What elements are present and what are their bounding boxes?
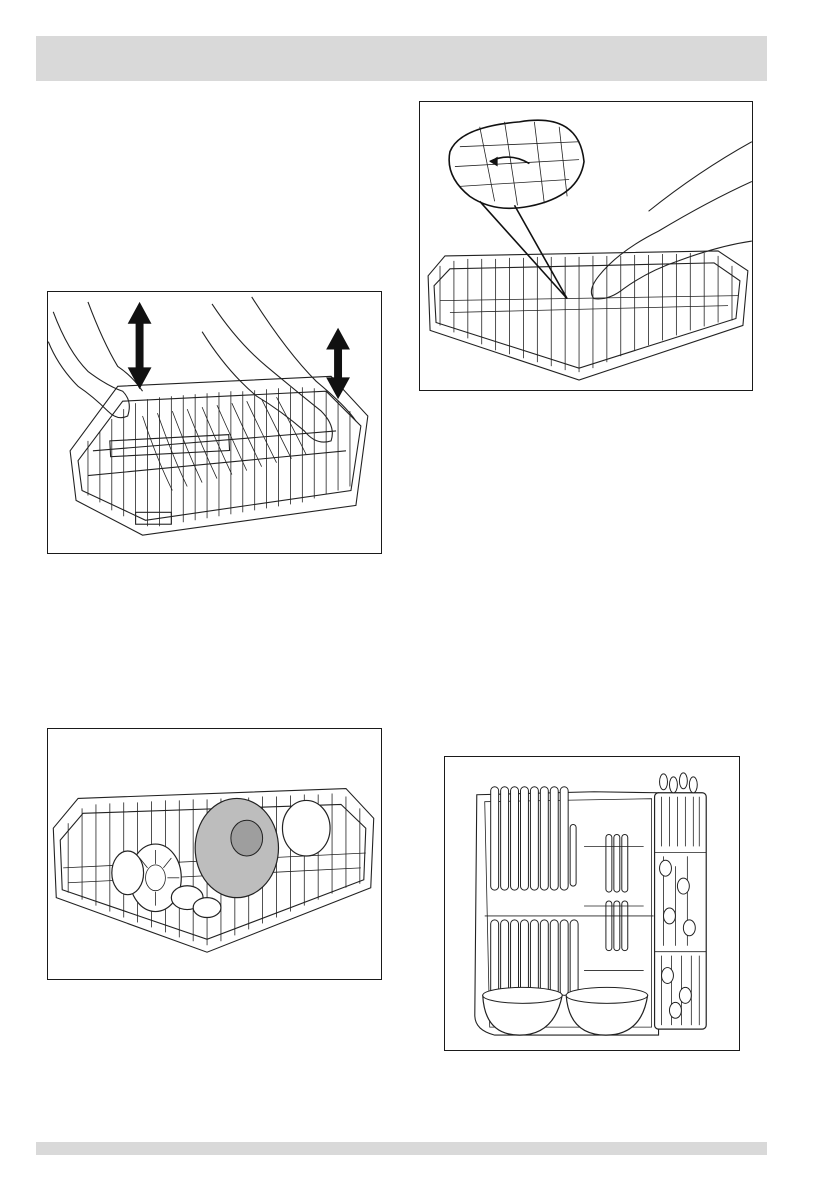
figure-upper-basket-height-adjust bbox=[47, 291, 382, 554]
upper-basket-illustration bbox=[48, 292, 381, 553]
figure-basket-wheel-removal-detail bbox=[419, 101, 753, 391]
up-down-arrow-icon bbox=[326, 328, 350, 399]
up-down-arrow-icon bbox=[128, 302, 152, 389]
magnifier-callout-icon bbox=[449, 120, 584, 298]
footer-bar bbox=[36, 1142, 767, 1155]
figure-lower-basket-loading-plan bbox=[444, 756, 740, 1051]
loading-plan-illustration bbox=[445, 757, 739, 1050]
loaded-basket-illustration bbox=[48, 729, 381, 979]
basket-callout-illustration bbox=[420, 102, 752, 390]
figure-upper-basket-loaded bbox=[47, 728, 382, 980]
header-bar bbox=[36, 36, 767, 81]
